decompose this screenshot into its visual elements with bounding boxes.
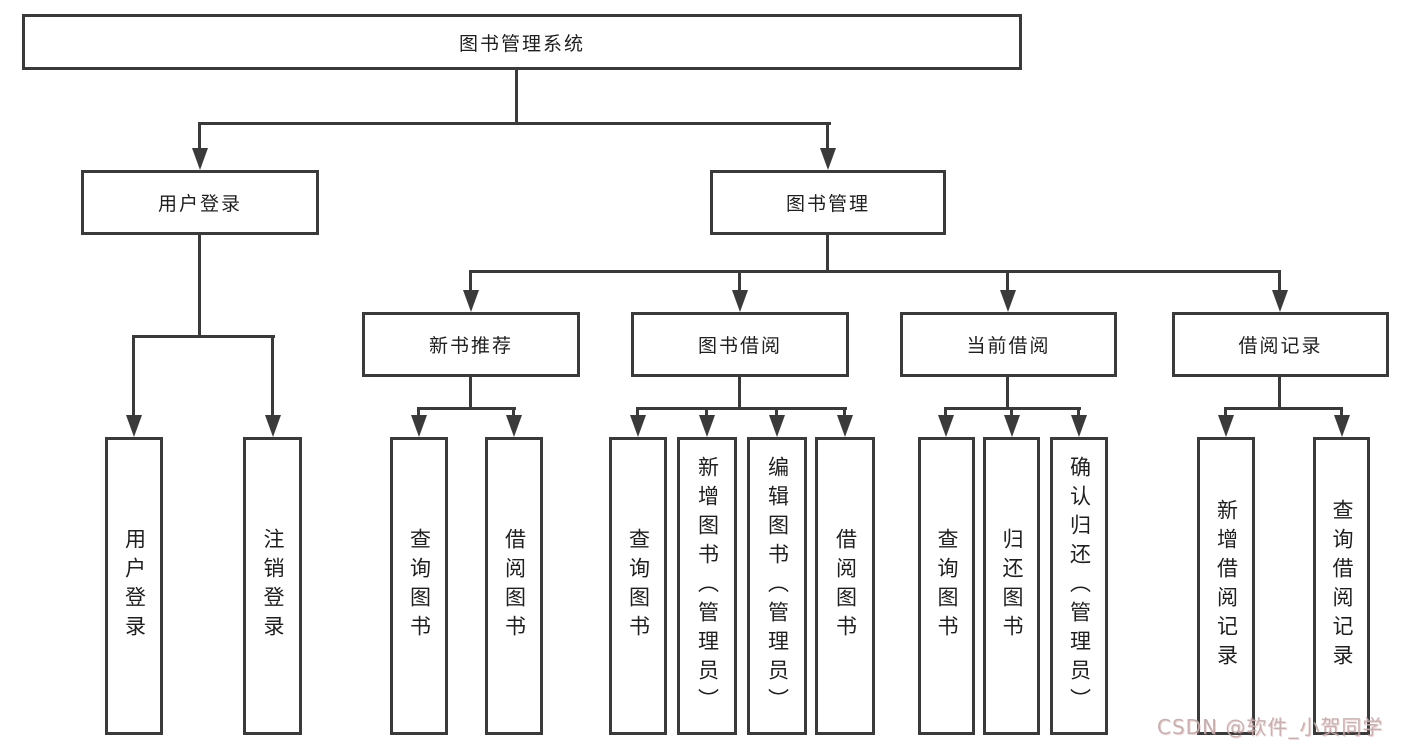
leaf-edit-book-admin: 编辑图书（管理员） — [747, 437, 807, 735]
connector-vline — [1340, 407, 1343, 419]
connector-hline — [469, 270, 1281, 273]
connector-vline — [705, 407, 708, 419]
node-current-borrowing: 当前借阅 — [900, 312, 1117, 377]
node-new-book-recommendation: 新书推荐 — [362, 312, 580, 377]
connector-vline — [271, 335, 274, 417]
node-library-management-system: 图书管理系统 — [22, 14, 1022, 70]
node-user-login: 用户登录 — [81, 170, 319, 235]
connector-vline — [198, 122, 201, 150]
arrow-down-icon — [630, 415, 646, 437]
arrow-down-icon — [1000, 290, 1016, 312]
connector-vline — [738, 270, 741, 292]
leaf-return-books: 归还图书 — [983, 437, 1040, 735]
connector-vline — [469, 270, 472, 292]
connector-vline — [1278, 270, 1281, 292]
connector-vline — [1006, 270, 1009, 292]
connector-vline — [843, 407, 846, 419]
connector-vline — [132, 335, 135, 417]
csdn-watermark: CSDN @软件_小贺同学 — [1157, 715, 1384, 739]
connector-vline — [1077, 407, 1080, 419]
arrow-down-icon — [1218, 415, 1234, 437]
arrow-down-icon — [1272, 290, 1288, 312]
leaf-query-books-recommendation: 查询图书 — [390, 437, 448, 735]
leaf-user-login: 用户登录 — [105, 437, 163, 735]
connector-hline — [1224, 407, 1343, 410]
connector-vline — [636, 407, 639, 419]
arrow-down-icon — [192, 148, 208, 170]
arrow-down-icon — [1334, 415, 1350, 437]
arrow-down-icon — [1071, 415, 1087, 437]
leaf-confirm-return-admin: 确认归还（管理员） — [1050, 437, 1108, 735]
arrow-down-icon — [411, 415, 427, 437]
arrow-down-icon — [820, 148, 836, 170]
arrow-down-icon — [732, 290, 748, 312]
connector-hline — [417, 407, 516, 410]
node-book-borrowing: 图书借阅 — [631, 312, 849, 377]
arrow-down-icon — [769, 415, 785, 437]
connector-vline — [1010, 407, 1013, 419]
connector-vline — [944, 407, 947, 419]
arrow-down-icon — [699, 415, 715, 437]
arrow-down-icon — [463, 290, 479, 312]
connector-hline — [198, 122, 831, 125]
connector-vline — [826, 235, 829, 273]
leaf-add-book-admin: 新增图书（管理员） — [677, 437, 737, 735]
node-book-management: 图书管理 — [710, 170, 946, 235]
leaf-query-books-current: 查询图书 — [918, 437, 975, 735]
arrow-down-icon — [1004, 415, 1020, 437]
connector-vline — [198, 235, 201, 338]
arrow-down-icon — [265, 415, 281, 437]
connector-hline — [132, 335, 275, 338]
connector-vline — [1006, 377, 1009, 410]
arrow-down-icon — [126, 415, 142, 437]
leaf-add-borrowing-record: 新增借阅记录 — [1197, 437, 1255, 735]
leaf-borrow-books-recommendation: 借阅图书 — [485, 437, 543, 735]
connector-vline — [512, 407, 515, 419]
connector-hline — [636, 407, 847, 410]
connector-vline — [515, 70, 518, 125]
connector-vline — [417, 407, 420, 419]
connector-vline — [775, 407, 778, 419]
connector-vline — [826, 122, 829, 150]
arrow-down-icon — [938, 415, 954, 437]
node-borrowing-records: 借阅记录 — [1172, 312, 1389, 377]
arrow-down-icon — [506, 415, 522, 437]
connector-vline — [1278, 377, 1281, 410]
leaf-query-books-borrowing: 查询图书 — [609, 437, 667, 735]
arrow-down-icon — [837, 415, 853, 437]
leaf-query-borrowing-record: 查询借阅记录 — [1313, 437, 1370, 735]
leaf-borrow-books: 借阅图书 — [815, 437, 875, 735]
connector-vline — [1224, 407, 1227, 419]
connector-vline — [469, 377, 472, 410]
leaf-logout: 注销登录 — [243, 437, 302, 735]
connector-vline — [738, 377, 741, 410]
